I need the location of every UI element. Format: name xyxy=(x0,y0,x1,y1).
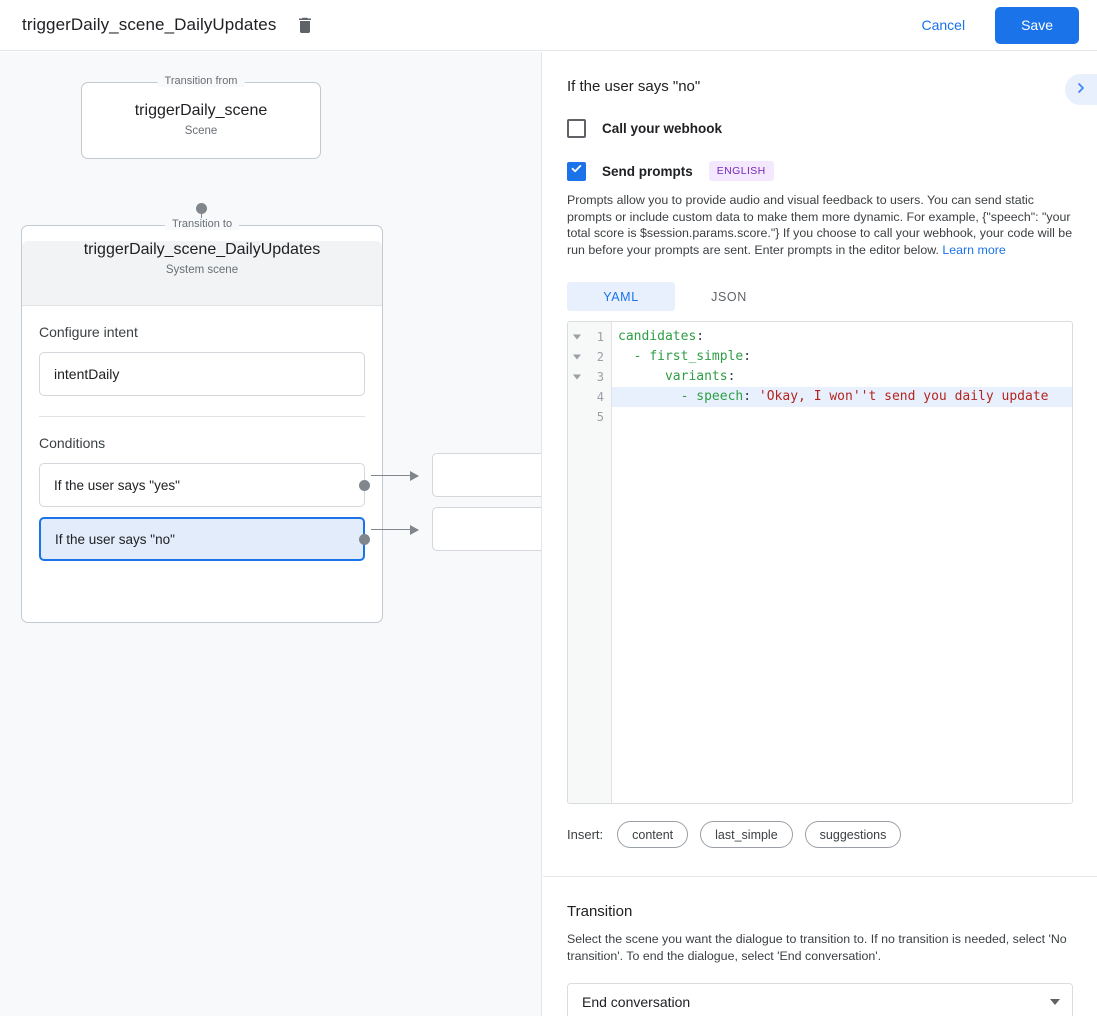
condition-item-no[interactable]: If the user says "no" xyxy=(39,517,370,561)
conditions-label: Conditions xyxy=(39,435,106,451)
send-prompts-help: Prompts allow you to provide audio and v… xyxy=(567,192,1073,258)
fold-triangle-icon[interactable] xyxy=(573,334,581,340)
condition-item-yes[interactable]: If the user says "yes" xyxy=(39,463,370,507)
editor-code-line[interactable]: - speech: 'Okay, I won''t send you daily… xyxy=(612,387,1072,407)
learn-more-link[interactable]: Learn more xyxy=(942,242,1006,257)
tab-yaml[interactable]: YAML xyxy=(567,282,675,311)
transition-to-subtitle: System scene xyxy=(165,264,239,276)
transition-from-node[interactable]: Transition from triggerDaily_scene Scene xyxy=(81,75,321,159)
transition-to-header: triggerDaily_scene_DailyUpdates System s… xyxy=(22,241,382,306)
line-number-text: 2 xyxy=(596,350,604,364)
editor-line-number: 4 xyxy=(568,387,611,407)
insert-chip-content[interactable]: content xyxy=(617,821,689,848)
editor-line-number: 3 xyxy=(568,367,611,387)
call-webhook-checkbox[interactable] xyxy=(567,119,586,138)
line-number-text: 1 xyxy=(596,330,604,344)
cancel-button[interactable]: Cancel xyxy=(911,9,975,41)
configure-intent-section: Configure intent intentDaily xyxy=(22,306,382,417)
top-bar-actions: Cancel Save xyxy=(911,6,1079,44)
condition-label: If the user says "yes" xyxy=(54,477,180,493)
panel-section-divider xyxy=(543,876,1097,877)
scene-graph-canvas[interactable]: Transition from triggerDaily_scene Scene… xyxy=(0,52,542,1016)
transition-select-value: End conversation xyxy=(582,994,691,1010)
condition-connector-dot xyxy=(359,533,370,545)
editor-code-area[interactable]: candidates: - first_simple: variants: - … xyxy=(612,322,1072,803)
transition-from-title: triggerDaily_scene xyxy=(134,102,268,119)
editor-code-line[interactable]: - first_simple: xyxy=(633,349,752,364)
editor-line-number: 1 xyxy=(568,327,611,347)
send-prompts-checkbox[interactable] xyxy=(567,161,586,181)
webhook-row: Call your webhook xyxy=(567,119,1073,138)
transition-from-subtitle: Scene xyxy=(184,125,218,137)
transition-select[interactable]: End conversation xyxy=(567,983,1073,1016)
editor-code-line[interactable]: candidates: xyxy=(618,329,705,344)
target-node-no[interactable] xyxy=(432,507,541,551)
editor-format-tabs: YAML JSON xyxy=(567,282,1073,311)
transition-section: Transition Select the scene you want the… xyxy=(543,903,1097,1016)
condition-yes-edge xyxy=(371,470,419,481)
editor-code-line[interactable]: variants: xyxy=(664,369,736,384)
panel-expand-button[interactable] xyxy=(1065,74,1097,105)
language-badge: ENGLISH xyxy=(708,161,774,181)
editor-code-line[interactable] xyxy=(612,407,1072,427)
line-number-text: 4 xyxy=(596,390,604,404)
from-node-connector-dot xyxy=(196,203,207,214)
transition-from-legend: Transition from xyxy=(157,75,245,87)
transition-to-node[interactable]: Transition to triggerDaily_scene_DailyUp… xyxy=(21,218,383,623)
top-bar: triggerDaily_scene_DailyUpdates Cancel S… xyxy=(0,0,1097,51)
trash-icon xyxy=(297,16,313,34)
condition-connector-dot xyxy=(359,479,370,491)
panel-title: If the user says "no" xyxy=(567,78,701,95)
prompt-code-editor[interactable]: 1 2 3 4 5 candidates: - first_simple: varian… xyxy=(567,321,1073,804)
send-prompts-label: Send prompts xyxy=(602,163,693,179)
insert-row: Insert: content last_simple suggestions xyxy=(567,821,1073,848)
intent-field[interactable]: intentDaily xyxy=(39,352,365,396)
editor-line-number: 2 xyxy=(568,347,611,367)
checkmark-icon xyxy=(570,162,583,180)
section-divider xyxy=(39,416,365,417)
line-number-text: 3 xyxy=(596,370,604,384)
send-prompts-help-text: Prompts allow you to provide audio and v… xyxy=(567,193,1073,257)
condition-no-edge xyxy=(371,524,419,535)
condition-details-panel: If the user says "no" Call your webhook … xyxy=(543,52,1097,1016)
page-title: triggerDaily_scene_DailyUpdates xyxy=(22,15,277,34)
send-prompts-row: Send prompts ENGLISH xyxy=(567,161,1073,181)
chevron-right-icon xyxy=(1075,81,1087,99)
insert-label: Insert: xyxy=(567,827,604,842)
target-node-yes[interactable] xyxy=(432,453,541,497)
transition-to-title: triggerDaily_scene_DailyUpdates xyxy=(83,241,321,258)
configure-intent-label: Configure intent xyxy=(39,324,138,340)
tab-json[interactable]: JSON xyxy=(711,289,747,304)
delete-button[interactable] xyxy=(292,12,318,38)
transition-to-legend: Transition to xyxy=(164,218,240,230)
panel-body: If the user says "no" Call your webhook … xyxy=(543,52,1097,848)
condition-label: If the user says "no" xyxy=(55,531,175,547)
caret-down-icon xyxy=(1050,999,1060,1005)
conditions-section: Conditions If the user says "yes" If the… xyxy=(22,417,382,561)
transition-title: Transition xyxy=(567,903,633,920)
editor-gutter: 1 2 3 4 5 xyxy=(568,322,612,803)
insert-chip-last-simple[interactable]: last_simple xyxy=(700,821,793,848)
fold-triangle-icon[interactable] xyxy=(573,354,581,360)
insert-chip-suggestions[interactable]: suggestions xyxy=(804,821,902,848)
panel-header: If the user says "no" xyxy=(567,52,1073,95)
editor-line-number: 5 xyxy=(568,407,611,427)
call-webhook-label: Call your webhook xyxy=(602,121,723,136)
fold-triangle-icon[interactable] xyxy=(573,374,581,380)
transition-description: Select the scene you want the dialogue t… xyxy=(567,932,1067,963)
line-number-text: 5 xyxy=(596,410,604,424)
save-button[interactable]: Save xyxy=(995,6,1079,44)
